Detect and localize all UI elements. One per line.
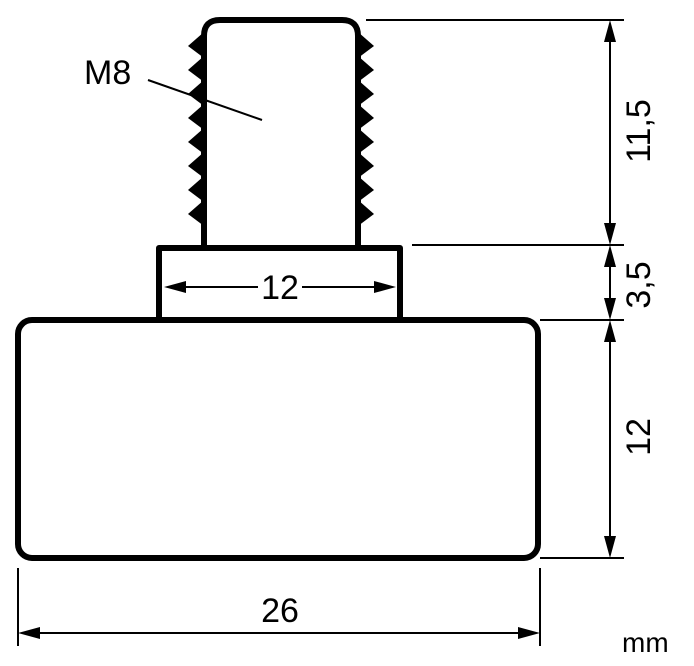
dimension-base-height: 12 xyxy=(604,320,658,558)
thread-teeth-left xyxy=(188,32,204,226)
dimension-collar-height: 3,5 xyxy=(604,245,658,320)
dimension-base-width-label: 26 xyxy=(261,592,299,630)
thread-teeth-right xyxy=(358,32,374,226)
unit-label: mm xyxy=(622,627,669,658)
dimension-collar-width-label: 12 xyxy=(261,269,299,307)
thread-label: M8 xyxy=(84,54,131,92)
thread-leader-line xyxy=(147,79,263,121)
dimension-base-height-label: 12 xyxy=(620,418,658,456)
dimension-thread-height-label: 11,5 xyxy=(620,99,658,163)
dimension-thread-height: 11,5 xyxy=(604,20,658,245)
dimension-collar-height-label: 3,5 xyxy=(620,261,658,308)
dimension-collar-width: 12 xyxy=(164,269,396,307)
threaded-stud xyxy=(201,17,361,248)
base-block xyxy=(15,317,541,561)
dimension-base-width: 26 xyxy=(18,592,540,639)
